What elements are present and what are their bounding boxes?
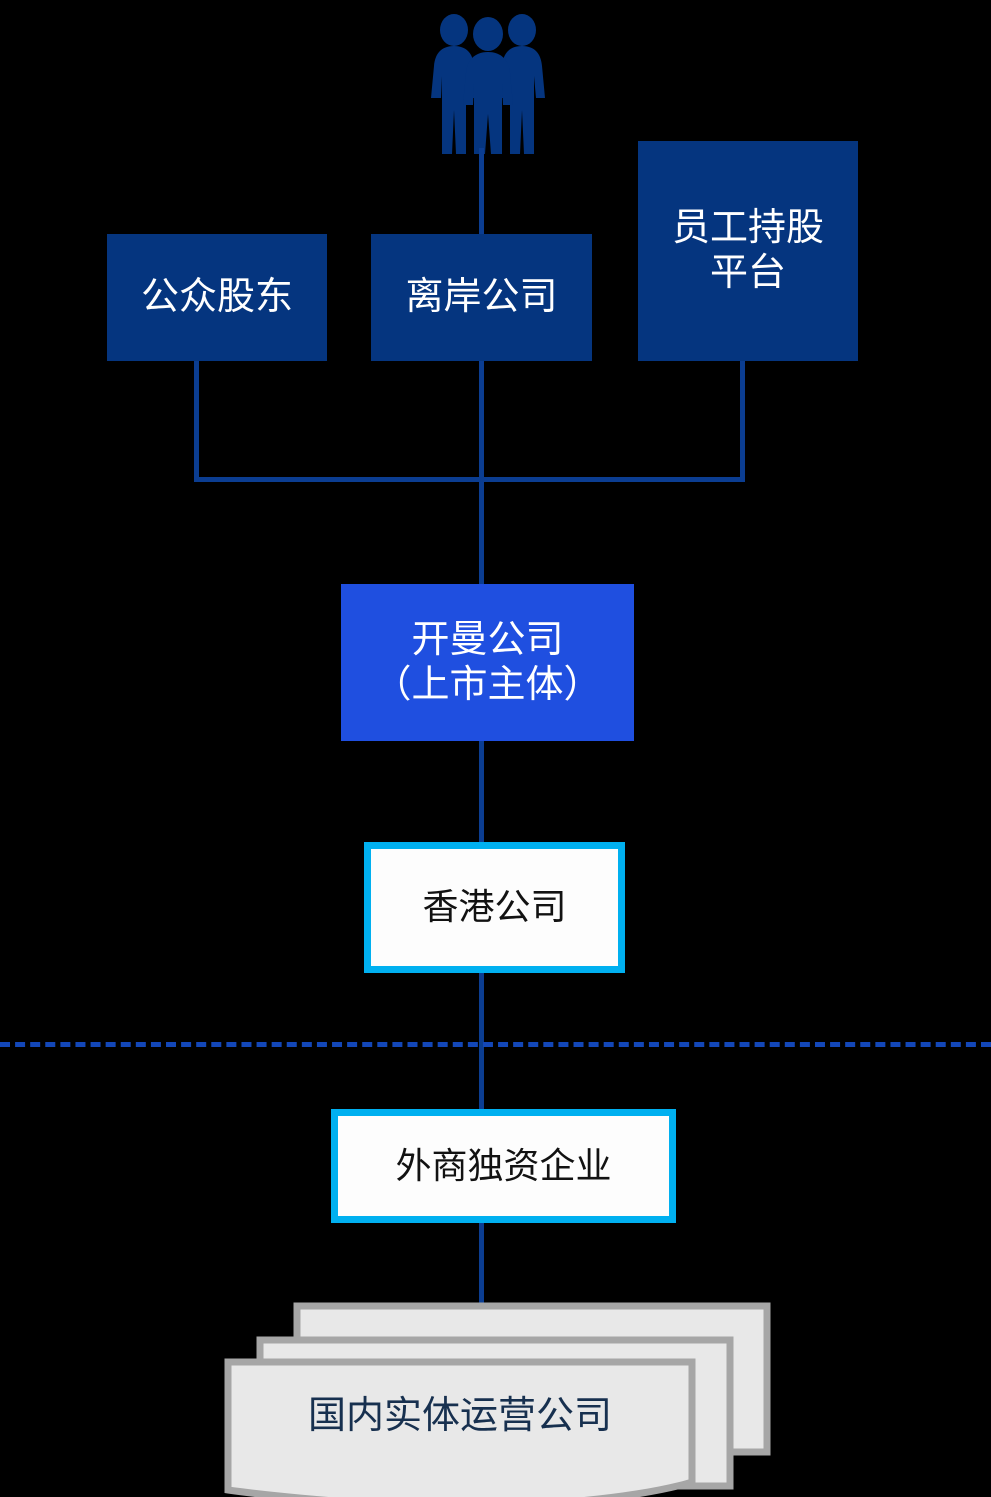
node-wfoe-label: 外商独资企业 <box>395 1144 612 1186</box>
connector-drop-public <box>194 360 199 482</box>
node-public-shareholders-label: 公众股东 <box>140 276 293 319</box>
connector-bus-to-cayman <box>479 477 484 589</box>
node-hongkong-company[interactable]: 香港公司 <box>364 842 625 973</box>
node-offshore-company-label: 离岸公司 <box>405 276 558 319</box>
offshore-onshore-dashed-divider <box>0 1042 991 1047</box>
connector-drop-esop <box>740 360 745 482</box>
node-wfoe[interactable]: 外商独资企业 <box>331 1109 676 1223</box>
connector-bus-top <box>194 477 745 482</box>
node-domestic-operating-entity[interactable]: 国内实体运营公司 <box>222 1300 772 1497</box>
node-hongkong-company-label: 香港公司 <box>422 886 567 928</box>
connector-cayman-to-hongkong <box>479 737 484 847</box>
connector-hongkong-to-wfoe <box>479 968 484 1114</box>
node-employee-equity-platform-label-line1: 员工持股 <box>671 207 824 250</box>
three-people-icon <box>428 4 548 154</box>
node-cayman-company-label-line2: （上市主体） <box>373 663 602 706</box>
node-employee-equity-platform[interactable]: 员工持股 平台 <box>638 141 858 361</box>
node-cayman-company[interactable]: 开曼公司 （上市主体） <box>341 584 634 741</box>
node-employee-equity-platform-label-line2: 平台 <box>709 252 786 294</box>
connector-wfoe-to-domestic <box>479 1218 484 1330</box>
node-offshore-company[interactable]: 离岸公司 <box>371 234 592 361</box>
connector-drop-offshore <box>479 360 484 482</box>
node-public-shareholders[interactable]: 公众股东 <box>107 234 327 361</box>
connector-people-to-offshore <box>479 148 484 238</box>
node-cayman-company-label-line1: 开曼公司 <box>411 618 564 661</box>
node-domestic-operating-entity-label: 国内实体运营公司 <box>307 1395 612 1437</box>
